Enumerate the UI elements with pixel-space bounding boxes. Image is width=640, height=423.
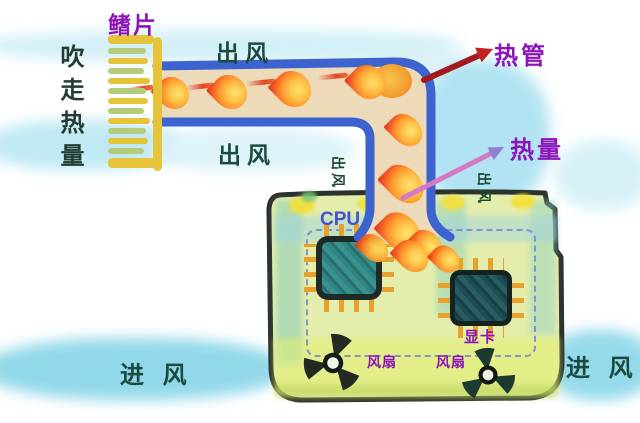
heat-pipe-arrowhead xyxy=(475,47,493,63)
fin-stack-icon xyxy=(108,35,162,173)
blow-away-heat-label: 吹走热量 xyxy=(56,44,83,176)
air-out-bottom-label: 出风 xyxy=(218,142,276,168)
heat-label: 热量 xyxy=(510,137,564,164)
graphics-card-label: 显卡 xyxy=(464,329,497,346)
air-in-left-label: 进 风 xyxy=(120,362,193,389)
watercolor-blob-right xyxy=(420,60,550,210)
heat-pipe-arrow xyxy=(421,52,483,83)
heat-arrowhead xyxy=(487,147,504,160)
gpu-pins-right xyxy=(512,278,524,318)
vent-dot xyxy=(511,194,535,209)
gpu-pins-bottom xyxy=(458,326,504,338)
cpu-pins-bottom xyxy=(324,300,374,312)
air-in-right-label: 进 风 xyxy=(566,355,639,382)
fan-right-label: 风扇 xyxy=(436,354,466,370)
vent-dot-green xyxy=(301,191,317,202)
heat-pipe-label: 热管 xyxy=(494,43,548,70)
watercolor-band-right xyxy=(555,140,640,210)
fan-left-label: 风扇 xyxy=(367,354,397,370)
case-vent-right-label: 出风 xyxy=(476,172,492,206)
case-vent-left-label: 出风 xyxy=(330,156,346,190)
watercolor-band-bottom-left xyxy=(0,338,285,400)
watercolor-band-mid xyxy=(150,128,355,172)
fin-spine xyxy=(153,37,162,171)
gpu-pins-top xyxy=(458,258,504,270)
fan-left-icon xyxy=(303,333,360,391)
fins-label: 鳍片 xyxy=(108,12,158,38)
gpu-pins-left xyxy=(438,278,450,318)
heat-pipe-inner-wall xyxy=(152,117,375,242)
gpu-die xyxy=(450,270,512,326)
vent-dot xyxy=(441,195,465,210)
air-out-top-label: 出风 xyxy=(216,40,274,66)
gpu-chip xyxy=(438,258,524,338)
fan-right-icon xyxy=(461,347,516,399)
heat-pipe-outer-wall xyxy=(152,57,455,242)
heat-arrow xyxy=(400,150,495,201)
cpu-pins-left xyxy=(304,244,316,292)
cpu-label: CPU xyxy=(320,209,361,230)
